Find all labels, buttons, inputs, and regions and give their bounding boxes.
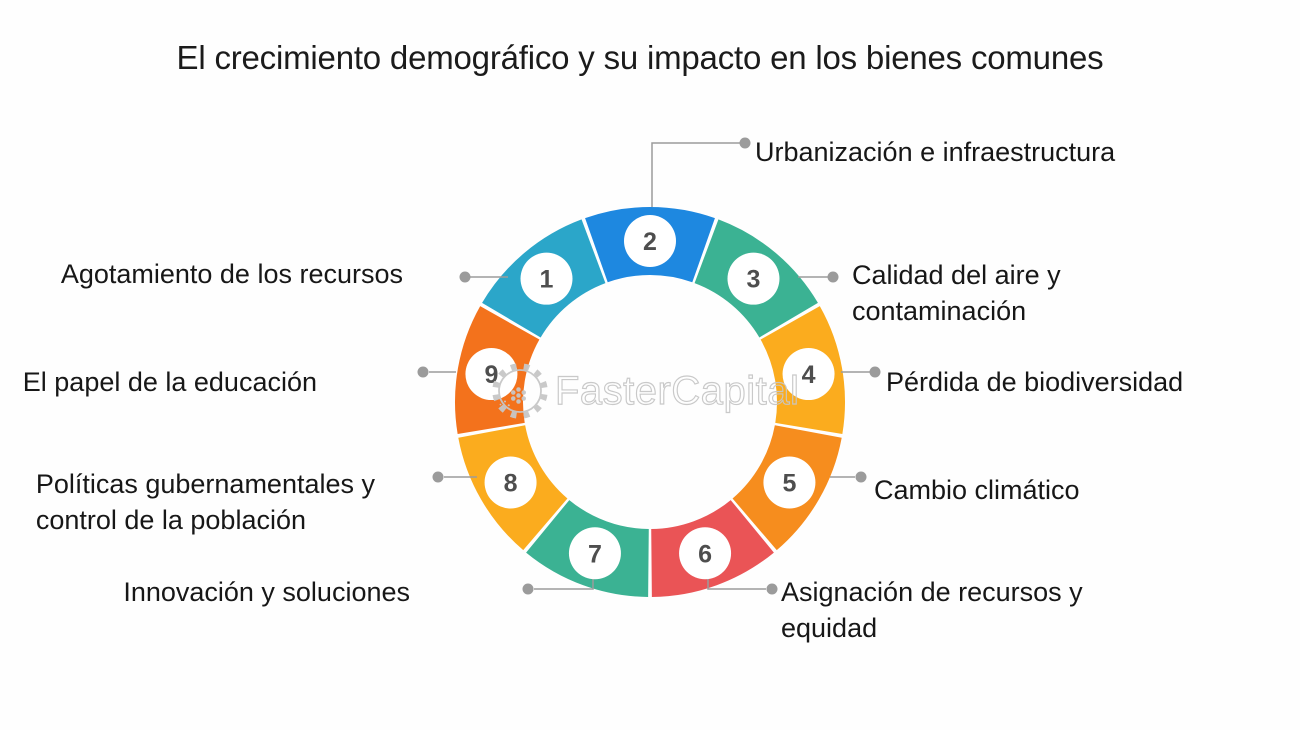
leader-line-2 bbox=[651, 142, 740, 207]
label-agotamiento: Agotamiento de los recursos bbox=[60, 259, 403, 289]
number-circle-5 bbox=[763, 456, 816, 509]
leader-dot-4 bbox=[869, 366, 881, 378]
label-calidad-aire: Calidad del aire y contaminación bbox=[852, 260, 1061, 326]
segment-number-2: 2 bbox=[643, 228, 657, 256]
segment-number-7: 7 bbox=[588, 540, 602, 568]
number-circle-3 bbox=[727, 252, 780, 305]
leader-dot-9 bbox=[417, 366, 429, 378]
segment-number-9: 9 bbox=[484, 361, 498, 389]
leader-line-6 bbox=[707, 577, 766, 590]
leader-line-7 bbox=[534, 576, 594, 590]
number-circle-2 bbox=[624, 215, 676, 267]
label-biodiversidad: Pérdida de biodiversidad bbox=[886, 367, 1184, 397]
label-urbanizacion: Urbanización e infraestructura bbox=[755, 137, 1116, 167]
label-educacion: El papel de la educación bbox=[22, 367, 317, 397]
segment-number-5: 5 bbox=[782, 470, 796, 498]
number-circle-6 bbox=[679, 527, 732, 580]
leader-dot-6 bbox=[766, 583, 778, 595]
leader-dot-1 bbox=[459, 271, 471, 283]
number-circle-1 bbox=[520, 252, 573, 305]
label-politicas: Políticas gubernamentales y control de l… bbox=[35, 469, 375, 535]
label-innovacion: Innovación y soluciones bbox=[123, 577, 410, 607]
segment-number-4: 4 bbox=[802, 361, 816, 389]
segment-number-1: 1 bbox=[540, 266, 554, 294]
label-asignacion-recursos: Asignación de recursos y equidad bbox=[781, 577, 1083, 643]
leader-dot-3 bbox=[827, 271, 839, 283]
number-circle-4 bbox=[782, 348, 835, 401]
label-cambio-climatico: Cambio climático bbox=[874, 475, 1080, 505]
leader-dot-8 bbox=[432, 471, 444, 483]
segment-number-3: 3 bbox=[747, 266, 761, 294]
segment-number-8: 8 bbox=[504, 470, 518, 498]
segment-number-6: 6 bbox=[698, 540, 712, 568]
leader-dot-5 bbox=[855, 471, 867, 483]
leader-dot-2 bbox=[739, 137, 751, 149]
number-circle-8 bbox=[484, 456, 537, 509]
leader-dot-7 bbox=[522, 583, 534, 595]
diagram-title: El crecimiento demográfico y su impacto … bbox=[176, 39, 1104, 77]
number-circle-7 bbox=[568, 527, 621, 580]
